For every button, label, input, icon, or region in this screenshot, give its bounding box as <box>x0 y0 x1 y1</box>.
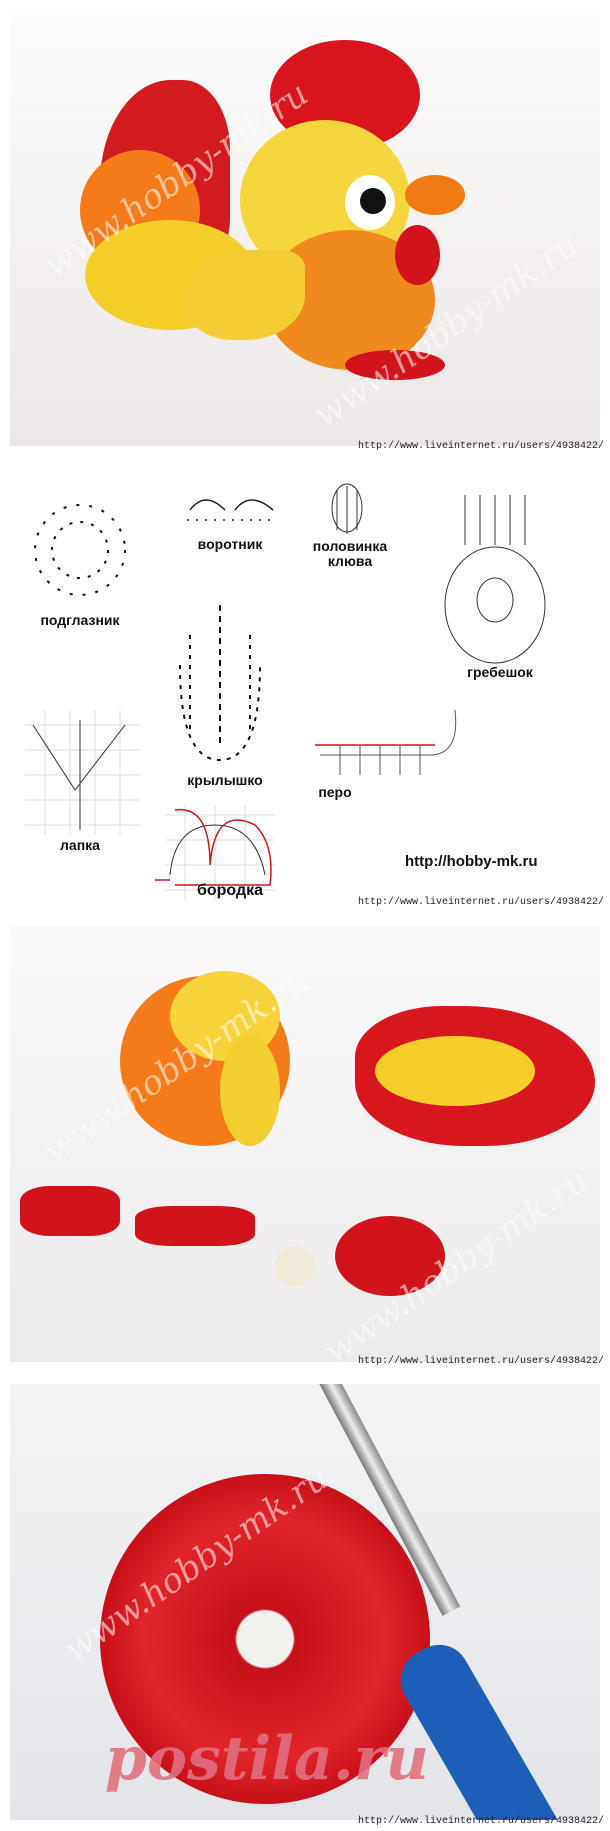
label-podglaznik: подглазник <box>40 612 120 628</box>
label-pero: перо <box>318 784 352 800</box>
source-url: http://www.liveinternet.ru/users/4938422… <box>357 1816 604 1827</box>
label-grebeshok: гребешок <box>467 664 533 680</box>
podglaznik-diagram <box>34 504 126 596</box>
postila-logo: postila.ru <box>105 1724 430 1794</box>
pero-diagram <box>315 709 457 775</box>
grebeshok-diagram <box>444 495 546 664</box>
source-url: http://www.liveinternet.ru/users/4938422… <box>357 897 604 908</box>
vorotnik-diagram <box>187 499 277 521</box>
label-borodka: бородка <box>196 882 264 899</box>
source-url: http://www.liveinternet.ru/users/4938422… <box>357 1356 604 1367</box>
label-lapka: лапка <box>60 837 100 853</box>
photo-finished-rooster: www.hobby-mk.ru www.hobby-mk.ru <box>10 10 600 446</box>
borodka-diagram <box>155 805 275 900</box>
photo-assembly: www.hobby-mk.ru www.hobby-mk.ru <box>10 926 600 1362</box>
krylyshko-diagram <box>179 605 261 762</box>
crochet-diagrams: подглазник воротник половинка клюва греб… <box>0 455 610 905</box>
lapka-diagram <box>25 710 140 835</box>
label-vorotnik: воротник <box>197 536 263 552</box>
site-url: http://hobby-mk.ru <box>405 853 538 870</box>
source-url: http://www.liveinternet.ru/users/4938422… <box>357 441 604 452</box>
label-krylyshko: крылышко <box>187 772 263 788</box>
beak-diagram <box>331 483 363 534</box>
photo-red-circle-hook: www.hobby-mk.ru postila.ru <box>10 1384 600 1820</box>
label-polovinka-klyuva: половинка клюва <box>312 538 388 569</box>
